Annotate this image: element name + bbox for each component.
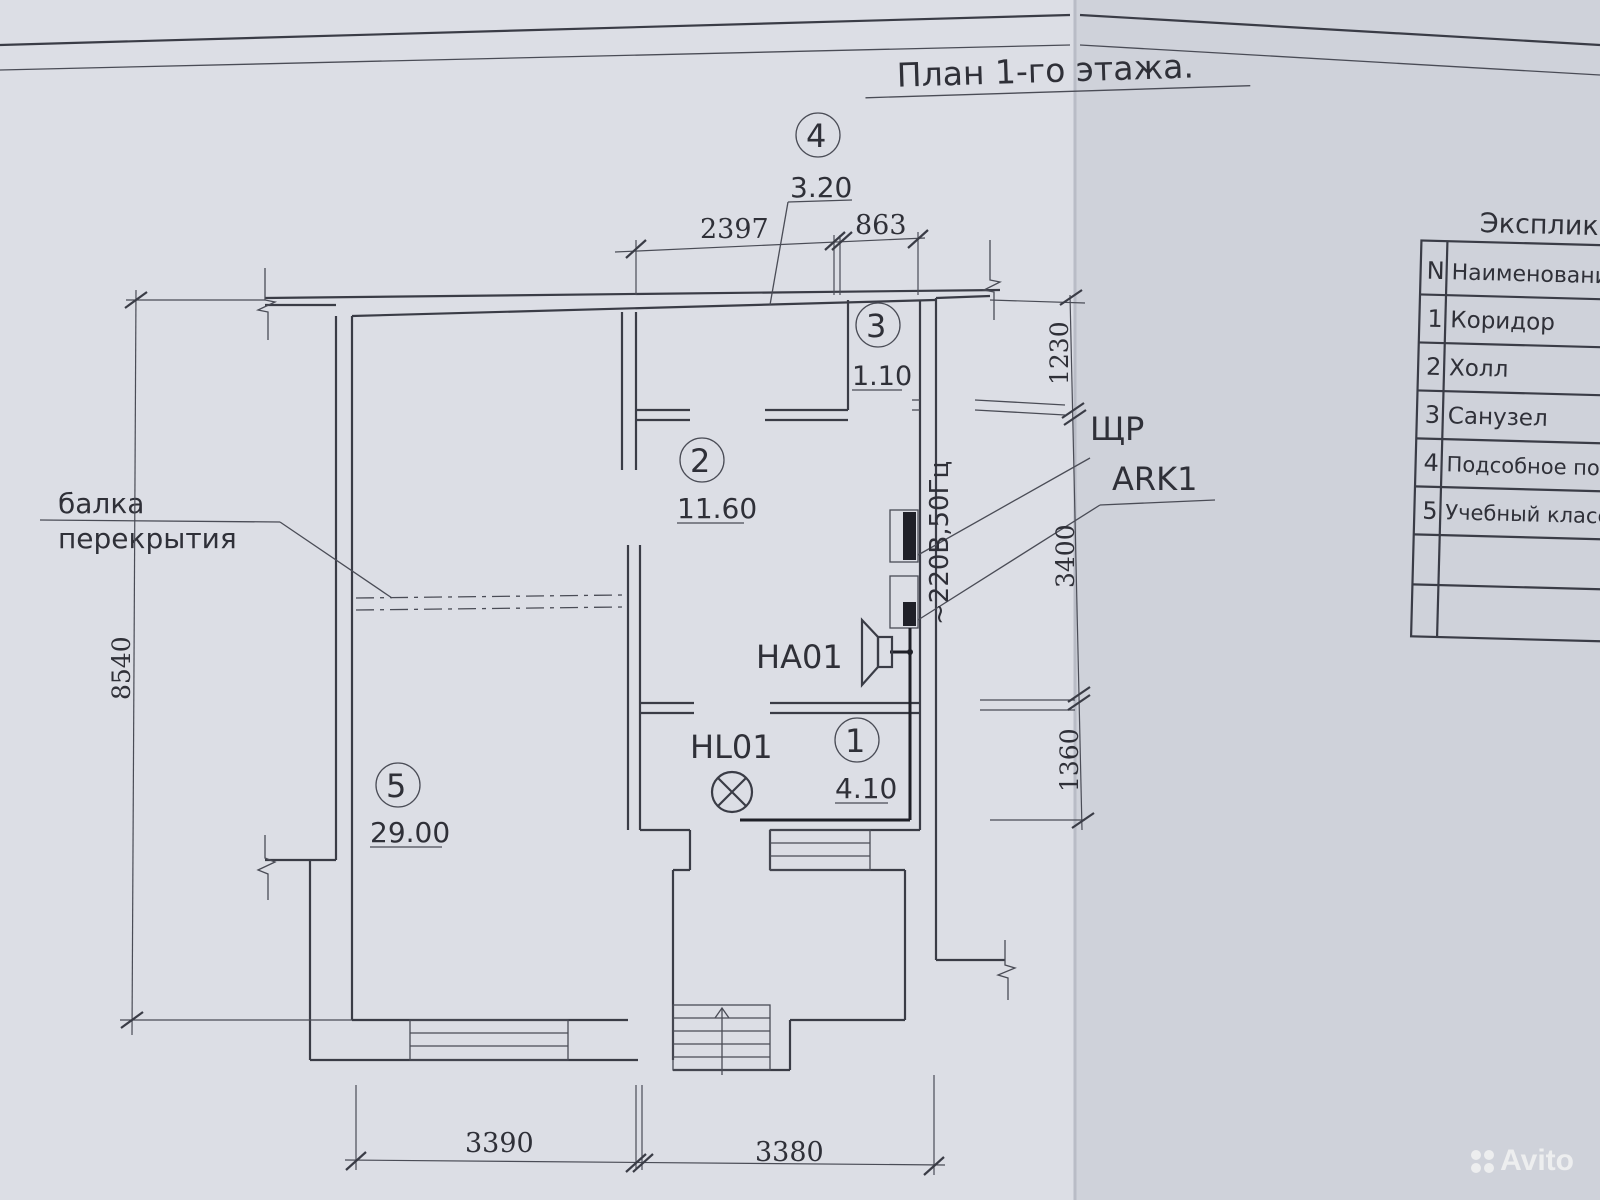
room-2: 2 11.60 xyxy=(677,437,757,525)
explication-row-2-n: 2 xyxy=(1426,353,1442,381)
right-page xyxy=(1075,0,1600,1200)
beam-label-line2: перекрытия xyxy=(58,522,237,555)
room-2-area: 11.60 xyxy=(677,492,757,525)
dim-right-c: 1360 xyxy=(1055,728,1084,792)
title-group: План 1-го этажа. xyxy=(865,46,1251,99)
beam-line xyxy=(39,519,625,611)
walls xyxy=(255,240,1075,1075)
room-3-area: 1.10 xyxy=(852,361,912,392)
supply-label: ~220В,50Гц xyxy=(925,461,955,625)
horn-label: НА01 xyxy=(756,638,843,676)
explication-row-2-name: Холл xyxy=(1449,355,1509,383)
electrical xyxy=(710,457,1216,822)
dim-top-a: 2397 xyxy=(700,214,769,245)
room-2-number: 2 xyxy=(690,442,710,480)
room-4-number: 4 xyxy=(806,117,826,155)
dim-bottom-b: 3380 xyxy=(755,1137,824,1168)
dimensions xyxy=(120,229,1095,1176)
ark-label: ARK1 xyxy=(1112,460,1197,498)
dim-left: 8540 xyxy=(107,636,136,700)
room-1-area: 4.10 xyxy=(835,772,897,805)
explication-title: Экспликац xyxy=(1480,208,1600,243)
explication-header-n: N xyxy=(1426,257,1445,285)
explication-row-4-name: Подсобное пом xyxy=(1446,452,1600,480)
beam-label-line1: балка xyxy=(58,487,144,520)
entrance-stair xyxy=(672,1004,771,1075)
room-4: 4 3.20 xyxy=(769,112,852,306)
plan-title: План 1-го этажа. xyxy=(896,46,1194,94)
avito-watermark-text: Avito xyxy=(1500,1144,1574,1177)
dim-right-a: 1230 xyxy=(1045,321,1074,385)
explication-table: Экспликац N Наименование 1 Коридор 2 Хол… xyxy=(1409,208,1600,643)
room-3: 3 1.10 xyxy=(852,302,912,392)
avito-logo-icon xyxy=(1471,1149,1495,1173)
room-1: 1 4.10 xyxy=(834,717,897,805)
explication-row-1-n: 1 xyxy=(1427,305,1443,333)
explication-row-5-name: Учебный класс xyxy=(1445,500,1600,528)
room-5-area: 29.00 xyxy=(370,816,450,849)
explication-row-5-n: 5 xyxy=(1422,497,1438,525)
dim-right-b: 3400 xyxy=(1051,524,1080,588)
room-5-number: 5 xyxy=(386,767,406,805)
avito-watermark: Avito xyxy=(1471,1144,1574,1178)
room-5: 5 29.00 xyxy=(370,762,450,849)
relay-box xyxy=(889,575,919,629)
lamp-label: HL01 xyxy=(690,728,773,766)
explication-row-3-n: 3 xyxy=(1425,401,1441,429)
room-4-area: 3.20 xyxy=(790,171,852,204)
explication-header-name: Наименование xyxy=(1451,260,1600,289)
lamp-icon xyxy=(710,770,754,814)
explication-row-3-name: Санузел xyxy=(1448,403,1549,432)
explication-row-1-name: Коридор xyxy=(1450,307,1555,336)
room-3-number: 3 xyxy=(866,307,886,345)
sheet-frame xyxy=(0,13,1600,76)
left-page xyxy=(0,0,1075,1200)
panel-box xyxy=(889,509,919,563)
explication-row-4-n: 4 xyxy=(1423,449,1439,477)
room-1-number: 1 xyxy=(845,722,865,760)
dim-top-b: 863 xyxy=(855,210,907,241)
dim-bottom-a: 3390 xyxy=(465,1128,534,1159)
panel-label: ЩР xyxy=(1090,410,1144,448)
horn-icon xyxy=(860,617,894,688)
